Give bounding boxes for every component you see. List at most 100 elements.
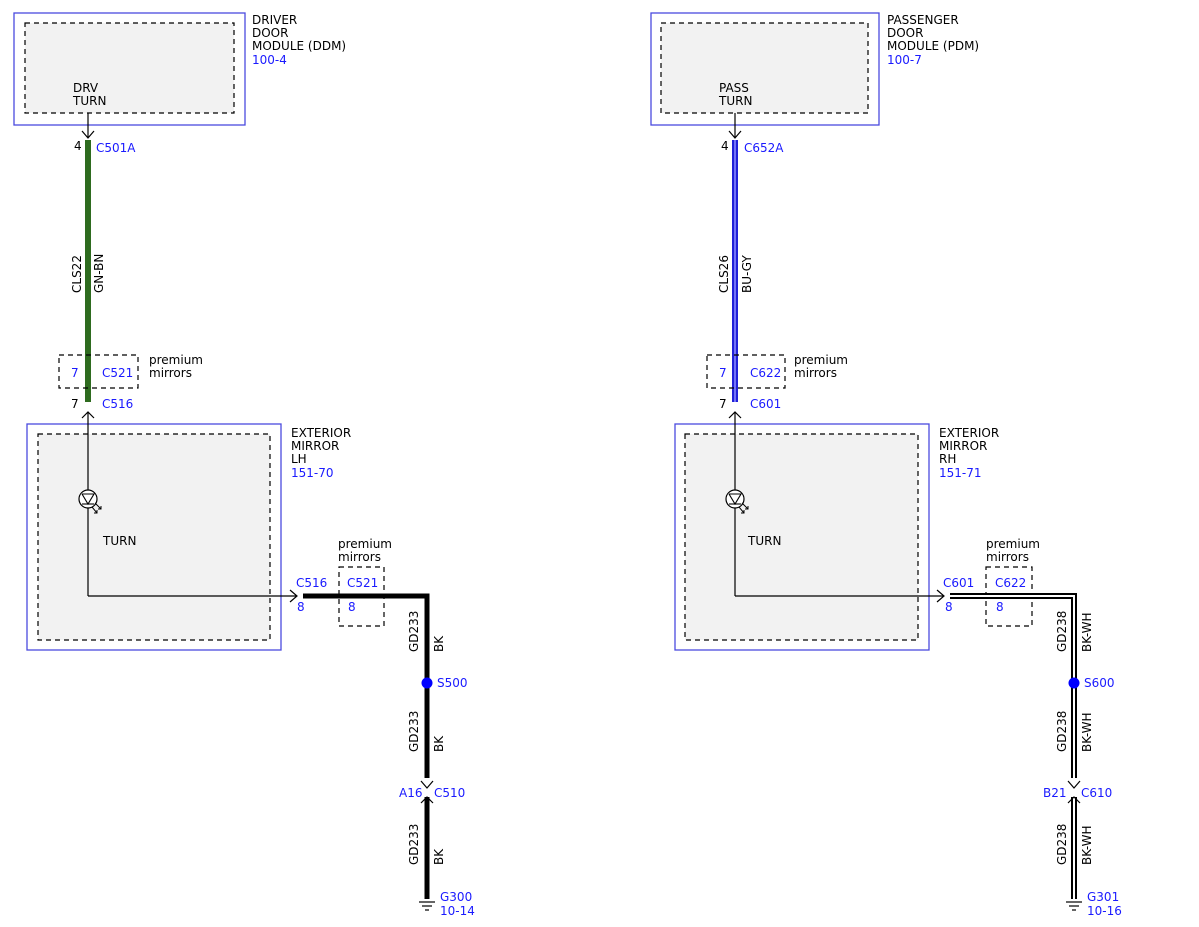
ground-wire-1-circuit: GD238 [1055,611,1069,652]
mirror-component-label: TURN [747,534,781,548]
inline-conn-note-line2: mirrors [149,366,192,380]
module-pin-label-line1: DRV [73,81,99,95]
ground-wire-3-color: BK-WH [1080,825,1094,865]
ground-inline-name[interactable]: C622 [995,576,1026,590]
mirror-conn-in-name[interactable]: C601 [750,397,781,411]
conn-top-pin: 4 [74,139,82,153]
signal-wire-circuit: CLS22 [70,255,84,293]
passenger-door-module-inner [660,22,869,114]
ground-wire-2-circuit: GD238 [1055,711,1069,752]
ground-inline-note-line2: mirrors [986,550,1029,564]
ground-conn-pin: A16 [399,786,422,800]
connector-arrow-icon [936,589,945,603]
signal-wire-color: BU-GY [740,255,754,293]
mirror-name-line1: EXTERIOR [291,426,351,440]
driver-door-module-inner [24,22,235,114]
mirror-name-line2: MIRROR [939,439,987,453]
splice-name[interactable]: S600 [1084,676,1115,690]
module-pin-label-line2: TURN [718,94,752,108]
module-pin-label-line2: TURN [72,94,106,108]
module-ref[interactable]: 100-4 [252,53,287,67]
ground-wire-bk[interactable] [303,593,430,778]
inline-conn-note-line1: premium [149,353,203,367]
inline-conn-name[interactable]: C622 [750,366,781,380]
connector-arrow-icon [81,130,95,139]
ground-wire-3-color: BK [432,848,446,865]
ground-wire-2-circuit: GD233 [407,711,421,752]
ground-inline-pin: 8 [348,600,356,614]
inline-connector-box [706,354,786,389]
conn-top-name[interactable]: C501A [96,141,136,155]
mirror-conn-in-pin: 7 [719,397,727,411]
connector-arrow-icon [420,780,434,789]
ground-ref[interactable]: 10-16 [1087,904,1122,918]
ground-ref[interactable]: 10-14 [440,904,475,918]
module-ref[interactable]: 100-7 [887,53,922,67]
ground-inline-pin: 8 [996,600,1004,614]
connector-arrow-icon [728,130,742,139]
inline-conn-name[interactable]: C521 [102,366,133,380]
connector-arrow-icon [1067,796,1081,804]
ground-wire-1-color: BK [432,635,446,652]
mirror-conn-out-pin: 8 [297,600,305,614]
connector-arrow-icon [420,796,434,804]
module-name-line3: MODULE (PDM) [887,39,979,53]
mirror-conn-in-name[interactable]: C516 [102,397,133,411]
conn-top-pin: 4 [721,139,729,153]
ground-icon [1066,901,1082,911]
mirror-component-label: TURN [102,534,136,548]
ground-inline-note-line2: mirrors [338,550,381,564]
inline-conn-note-line1: premium [794,353,848,367]
ground-wire-1-circuit: GD233 [407,611,421,652]
ground-wire-1-color: BK-WH [1080,612,1094,652]
mirror-conn-out-name[interactable]: C601 [943,576,974,590]
ground-wire-2-color: BK [432,735,446,752]
module-name-line2: DOOR [887,26,923,40]
mirror-name-line1: EXTERIOR [939,426,999,440]
inline-connector-box [58,354,139,389]
mirror-conn-out-name[interactable]: C516 [296,576,327,590]
mirror-name-line2: MIRROR [291,439,339,453]
connector-arrow-icon [289,589,298,603]
splice-name[interactable]: S500 [437,676,468,690]
ground-name[interactable]: G300 [440,890,472,904]
ground-conn-name[interactable]: C610 [1081,786,1112,800]
ground-inline-note-line1: premium [338,537,392,551]
ground-name[interactable]: G301 [1087,890,1119,904]
mirror-conn-out-pin: 8 [945,600,953,614]
ground-wire-2-color: BK-WH [1080,712,1094,752]
exterior-mirror-lh-inner [37,433,271,641]
ground-conn-name[interactable]: C510 [434,786,465,800]
mirror-ref[interactable]: 151-70 [291,466,334,480]
ground-inline-note-line1: premium [986,537,1040,551]
mirror-ref[interactable]: 151-71 [939,466,982,480]
splice-dot[interactable] [421,677,433,689]
driver-side-circuit: DRIVER DOOR MODULE (DDM) 100-4 DRV TURN … [13,12,475,918]
inline-conn-pin: 7 [71,366,79,380]
signal-wire-circuit: CLS26 [717,255,731,293]
passenger-side-circuit: PASSENGER DOOR MODULE (PDM) 100-7 PASS T… [650,12,1122,918]
signal-wire-color: GN-BN [92,254,106,293]
module-pin-label-line1: PASS [719,81,749,95]
conn-top-name[interactable]: C652A [744,141,784,155]
exterior-mirror-rh-inner [684,433,919,641]
mirror-conn-in-pin: 7 [71,397,79,411]
ground-icon [419,901,435,911]
ground-wire-3-circuit: GD233 [407,824,421,865]
ground-conn-pin: B21 [1043,786,1067,800]
module-name-line2: DOOR [252,26,288,40]
turn-lamp-icon [78,489,102,514]
ground-wire-bk-wh[interactable] [950,593,1077,899]
ground-inline-name[interactable]: C521 [347,576,378,590]
module-name-line1: DRIVER [252,13,297,27]
turn-lamp-icon [725,489,749,514]
splice-dot[interactable] [1068,677,1080,689]
inline-conn-note-line2: mirrors [794,366,837,380]
mirror-name-line3: RH [939,452,956,466]
module-name-line1: PASSENGER [887,13,959,27]
mirror-name-line3: LH [291,452,307,466]
ground-wire-3-circuit: GD238 [1055,824,1069,865]
connector-arrow-icon [1067,780,1081,789]
inline-conn-pin: 7 [719,366,727,380]
